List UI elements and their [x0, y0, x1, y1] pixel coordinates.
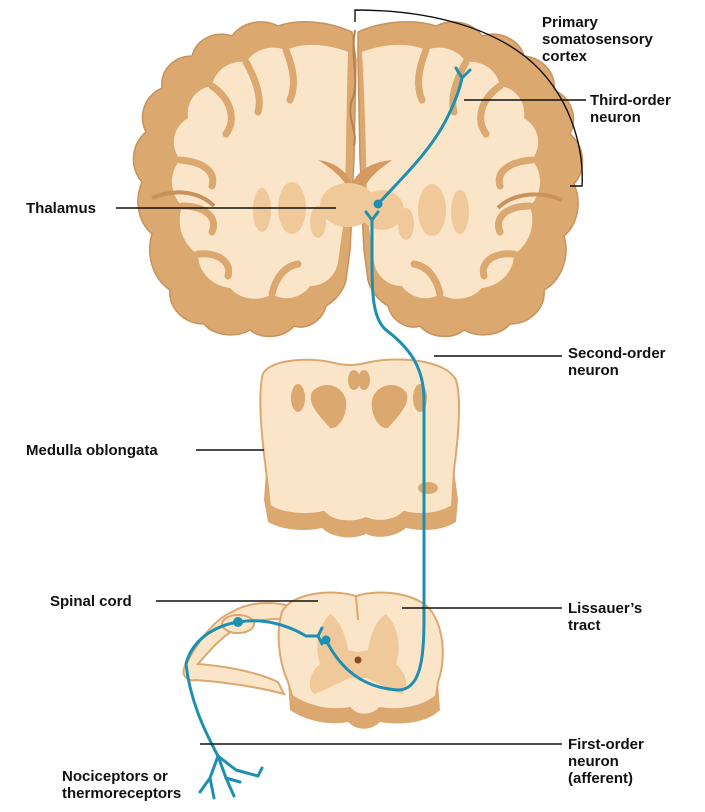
label-lissauers-tract: Lissauer’s tract [568, 600, 642, 634]
label-lissauer-line1: Lissauer’s [568, 600, 642, 617]
label-primary-cortex: Primary somatosensory cortex [542, 14, 653, 65]
medulla-oblongata [260, 359, 459, 537]
brain-coronal-section [133, 22, 582, 337]
label-third-order-neuron: Third-order neuron [590, 92, 671, 126]
label-receptors-line2: thermoreceptors [62, 785, 181, 802]
third-order-cell-body [374, 200, 383, 209]
label-medulla-text: Medulla oblongata [26, 442, 158, 459]
label-third-order-line1: Third-order [590, 92, 671, 109]
label-medulla-oblongata: Medulla oblongata [26, 442, 158, 459]
label-thalamus: Thalamus [26, 200, 96, 217]
label-primary-cortex-line2: somatosensory [542, 31, 653, 48]
label-spinal-cord-text: Spinal cord [50, 593, 132, 610]
second-order-cell-body [322, 636, 331, 645]
label-second-order-neuron: Second-order neuron [568, 345, 666, 379]
label-thalamus-text: Thalamus [26, 200, 96, 217]
label-second-order-line1: Second-order [568, 345, 666, 362]
label-receptors: Nociceptors or thermoreceptors [62, 768, 181, 802]
label-first-order-line3: (afferent) [568, 770, 644, 787]
label-primary-cortex-line3: cortex [542, 48, 653, 65]
label-primary-cortex-line1: Primary [542, 14, 653, 31]
central-canal [355, 657, 362, 664]
first-order-cell-body [233, 617, 243, 627]
label-first-order-line2: neuron [568, 753, 644, 770]
label-third-order-line2: neuron [590, 109, 671, 126]
label-first-order-neuron: First-order neuron (afferent) [568, 736, 644, 787]
label-lissauer-line2: tract [568, 617, 642, 634]
label-spinal-cord: Spinal cord [50, 593, 132, 610]
label-receptors-line1: Nociceptors or [62, 768, 181, 785]
label-first-order-line1: First-order [568, 736, 644, 753]
receptor-endings [200, 756, 262, 798]
spinal-cord [184, 593, 443, 729]
label-second-order-line2: neuron [568, 362, 666, 379]
